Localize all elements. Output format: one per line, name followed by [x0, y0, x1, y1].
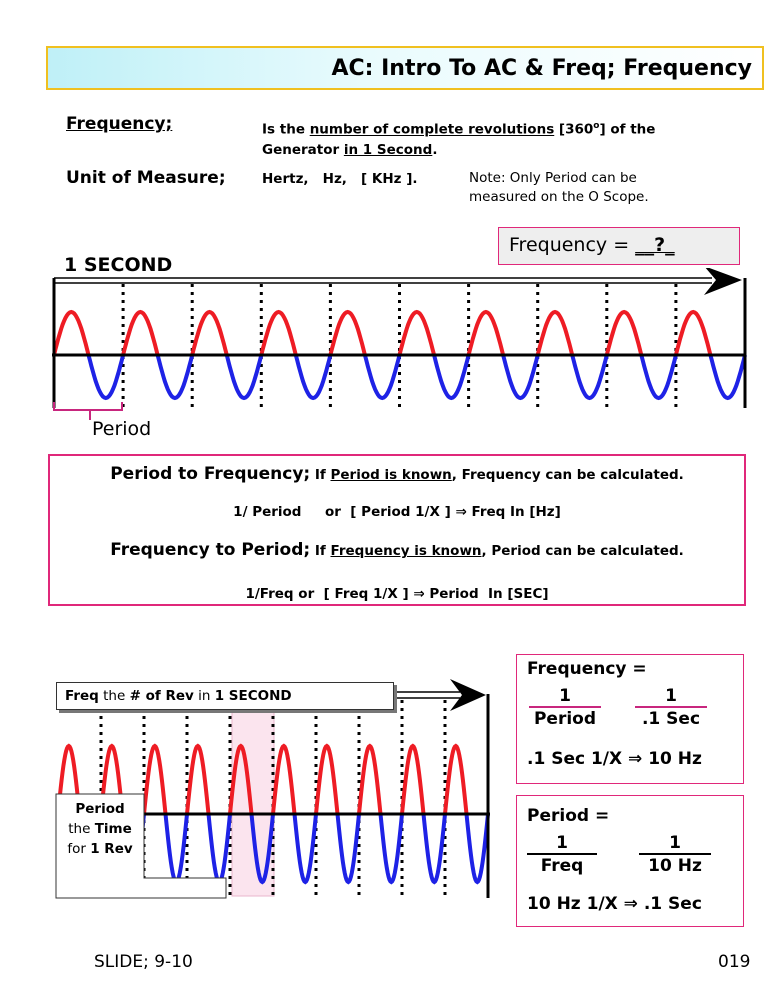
wave2-pos-half-cycle: [400, 743, 426, 815]
period-label: Period: [92, 418, 152, 440]
wave1-pos-half-cycle: [259, 309, 298, 356]
period-example-result: 10 Hz 1/X ⇒ .1 Sec: [527, 894, 702, 914]
wave2-pos-half-cycle: [357, 743, 383, 815]
wave2-pos-half-cycle: [443, 743, 469, 815]
wave1-pos-half-cycle: [190, 309, 229, 356]
fraction-one-over-ten-hz: 1 10 Hz: [639, 834, 711, 877]
unit-value: Hertz, Hz, [ KHz ].: [262, 171, 418, 187]
frequency-definition: Is the number of complete revolutions [3…: [262, 121, 656, 158]
wave1-neg-half-cycle: [708, 354, 747, 401]
wave2-neg-half-cycle: [335, 813, 361, 885]
wave1-pos-half-cycle: [535, 309, 575, 356]
wave1-neg-half-cycle: [293, 354, 333, 401]
waveform-example: [55, 679, 490, 899]
period-to-frequency-formula: 1/ Period or [ Period 1/X ] ⇒ Freq In [H…: [233, 504, 561, 520]
period-callout: Period the Time for 1 Rev: [67, 801, 133, 857]
frequency-example-box: Frequency = 1 Period 1 .1 Sec .1 Sec 1/X…: [516, 654, 744, 784]
fraction-one-over-freq: 1 Freq: [527, 834, 597, 877]
wave2-pos-half-cycle: [271, 743, 297, 815]
wave1-pos-half-cycle: [466, 309, 506, 356]
wave2-neg-half-cycle: [421, 813, 447, 885]
waveform-one-second: [52, 268, 747, 420]
wave1-neg-half-cycle: [639, 354, 678, 401]
wave1-pos-half-cycle: [397, 309, 437, 356]
frequency-example-title: Frequency =: [527, 659, 647, 679]
period-example-title: Period =: [527, 806, 610, 826]
wave2-neg-half-cycle: [292, 813, 318, 885]
frequency-to-period: Frequency to Period; If Frequency is kno…: [110, 540, 684, 560]
title-sub: Frequency: [615, 56, 752, 81]
wave1-neg-half-cycle: [570, 354, 609, 401]
wave2-pos-half-cycle: [142, 743, 168, 815]
wave1-pos-half-cycle: [328, 309, 367, 356]
wave2-neg-half-cycle: [163, 813, 189, 885]
wave2-pos-half-cycle: [99, 743, 125, 815]
freq-callout: Freq the # of Rev in 1 SECOND: [56, 682, 394, 710]
wave1-pos-half-cycle: [121, 309, 160, 356]
frequency-to-period-formula: 1/Freq or [ Freq 1/X ] ⇒ Period In [SEC]: [245, 586, 549, 602]
wave2-neg-half-cycle: [378, 813, 404, 885]
wave1-pos-half-cycle: [673, 309, 713, 356]
page-number: 019: [718, 952, 751, 972]
wave2-neg-half-cycle: [206, 813, 232, 885]
period-example-box: Period = 1 Freq 1 10 Hz 10 Hz 1/X ⇒ .1 S…: [516, 795, 744, 927]
wave1-neg-half-cycle: [362, 354, 402, 401]
period-callout-shape: [55, 793, 227, 899]
wave1-neg-half-cycle: [86, 354, 126, 401]
fraction-one-over-point-one: 1 .1 Sec: [635, 687, 707, 730]
wave1-neg-half-cycle: [224, 354, 264, 401]
fraction-one-over-period: 1 Period: [529, 687, 601, 730]
wave1-neg-half-cycle: [155, 354, 195, 401]
unit-label: Unit of Measure;: [66, 168, 226, 188]
wave2-neg-half-cycle: [464, 813, 490, 885]
calculation-box: Period to Frequency; If Period is known,…: [48, 454, 746, 606]
period-bracket: [53, 402, 123, 411]
title-main: AC: Intro To AC & Freq;: [331, 56, 616, 81]
page-title: AC: Intro To AC & Freq; Frequency: [331, 56, 752, 81]
wave2-pos-half-cycle: [314, 743, 340, 815]
time-arrow-icon: [704, 268, 742, 295]
slide-number: SLIDE; 9-10: [94, 952, 193, 972]
one-second-label: 1 SECOND: [64, 254, 173, 276]
frequency-example-result: .1 Sec 1/X ⇒ 10 Hz: [527, 749, 702, 769]
frequency-question-box: Frequency = __?_: [498, 227, 740, 265]
wave2-pos-half-cycle: [228, 743, 254, 815]
wave2-pos-half-cycle: [56, 743, 82, 815]
scope-note: Note: Only Period can be measured on the…: [469, 170, 649, 205]
frequency-label: Frequency;: [66, 114, 173, 134]
wave1-neg-half-cycle: [432, 354, 471, 401]
wave2-neg-half-cycle: [249, 813, 275, 885]
wave1-pos-half-cycle: [52, 309, 91, 356]
period-to-frequency: Period to Frequency; If Period is known,…: [110, 464, 684, 484]
wave2-pos-half-cycle: [185, 743, 211, 815]
wave1-pos-half-cycle: [604, 309, 644, 356]
wave1-neg-half-cycle: [501, 354, 540, 401]
time-arrow-icon-2: [450, 679, 486, 711]
title-bar: AC: Intro To AC & Freq; Frequency: [46, 46, 764, 90]
